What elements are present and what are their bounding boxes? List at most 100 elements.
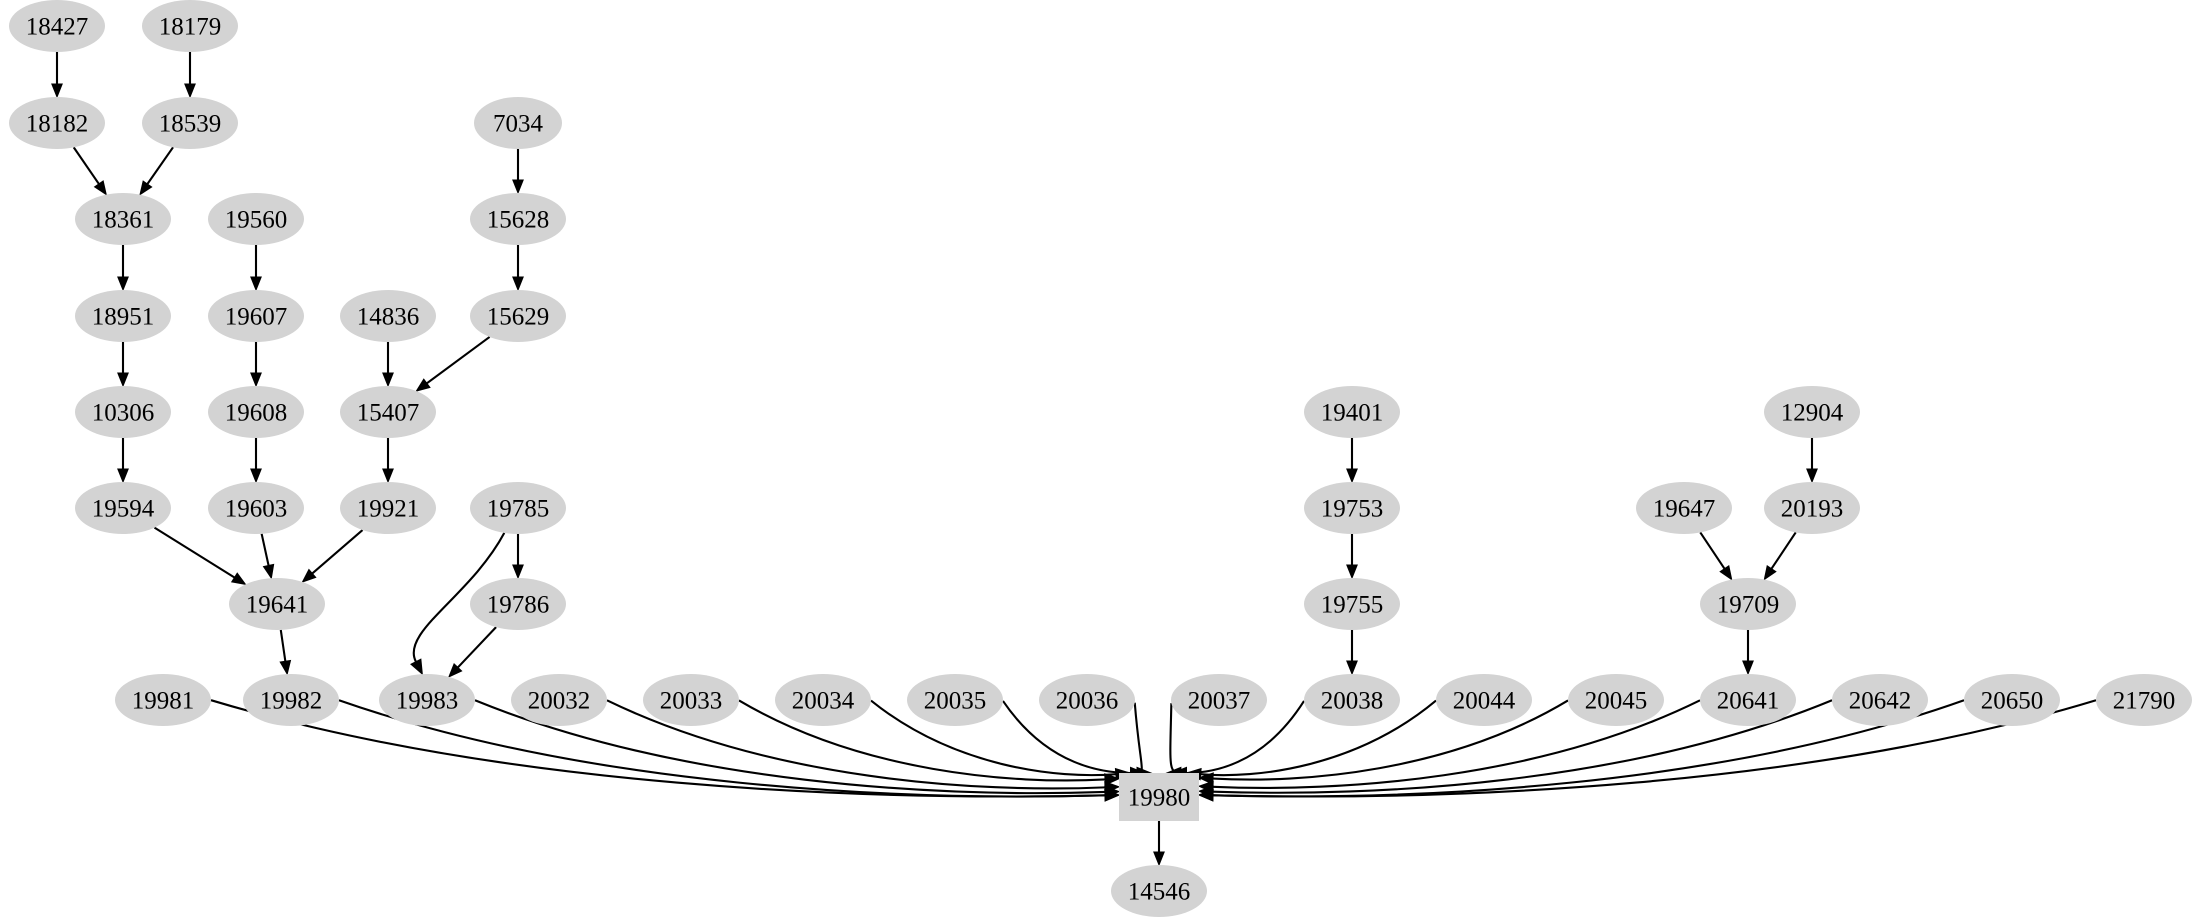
node-ellipse-shape[interactable]: [1304, 578, 1400, 630]
node-ellipse-shape[interactable]: [1039, 674, 1135, 726]
node-ellipse-shape[interactable]: [115, 674, 211, 726]
node-ellipse-shape[interactable]: [208, 290, 304, 342]
graph-node-20036[interactable]: 20036: [1039, 674, 1135, 726]
graph-node-12904[interactable]: 12904: [1764, 386, 1860, 438]
node-ellipse-shape[interactable]: [229, 578, 325, 630]
node-ellipse-shape[interactable]: [208, 482, 304, 534]
node-ellipse-shape[interactable]: [2096, 674, 2192, 726]
node-ellipse-shape[interactable]: [9, 97, 105, 149]
graph-node-20038[interactable]: 20038: [1304, 674, 1400, 726]
node-ellipse-shape[interactable]: [1568, 674, 1664, 726]
node-ellipse-shape[interactable]: [340, 386, 436, 438]
graph-node-15629[interactable]: 15629: [470, 290, 566, 342]
node-ellipse-shape[interactable]: [142, 97, 238, 149]
node-ellipse-shape[interactable]: [208, 193, 304, 245]
graph-node-20650[interactable]: 20650: [1964, 674, 2060, 726]
node-ellipse-shape[interactable]: [470, 290, 566, 342]
node-ellipse-shape[interactable]: [340, 482, 436, 534]
node-box-shape[interactable]: [1119, 773, 1199, 821]
graph-edge: [512, 534, 524, 580]
graph-node-20642[interactable]: 20642: [1832, 674, 1928, 726]
graph-node-19594[interactable]: 19594: [75, 482, 171, 534]
node-ellipse-shape[interactable]: [379, 674, 475, 726]
graph-node-18179[interactable]: 18179: [142, 0, 238, 52]
graph-node-19709[interactable]: 19709: [1700, 578, 1796, 630]
graph-node-20033[interactable]: 20033: [643, 674, 739, 726]
graph-edge: [1763, 531, 1797, 581]
node-ellipse-shape[interactable]: [1304, 482, 1400, 534]
graph-node-20045[interactable]: 20045: [1568, 674, 1664, 726]
graph-node-19981[interactable]: 19981: [115, 674, 211, 726]
node-ellipse-shape[interactable]: [1832, 674, 1928, 726]
graph-node-19641[interactable]: 19641: [229, 578, 325, 630]
node-ellipse-shape[interactable]: [208, 386, 304, 438]
graph-node-19560[interactable]: 19560: [208, 193, 304, 245]
graph-node-19921[interactable]: 19921: [340, 482, 436, 534]
graph-node-20037[interactable]: 20037: [1171, 674, 1267, 726]
graph-edge: [1742, 630, 1754, 676]
node-ellipse-shape[interactable]: [75, 386, 171, 438]
node-ellipse-shape[interactable]: [1964, 674, 2060, 726]
node-ellipse-shape[interactable]: [1111, 865, 1207, 917]
node-ellipse-shape[interactable]: [1436, 674, 1532, 726]
node-ellipse-shape[interactable]: [9, 0, 105, 52]
graph-node-15407[interactable]: 15407: [340, 386, 436, 438]
graph-node-20034[interactable]: 20034: [775, 674, 871, 726]
node-ellipse-shape[interactable]: [775, 674, 871, 726]
node-ellipse-shape[interactable]: [1764, 482, 1860, 534]
node-ellipse-shape[interactable]: [340, 290, 436, 342]
node-ellipse-shape[interactable]: [1171, 674, 1267, 726]
graph-node-19647[interactable]: 19647: [1636, 482, 1732, 534]
node-ellipse-shape[interactable]: [511, 674, 607, 726]
graph-node-19607[interactable]: 19607: [208, 290, 304, 342]
graph-node-19983[interactable]: 19983: [379, 674, 475, 726]
graph-node-20032[interactable]: 20032: [511, 674, 607, 726]
graph-edge: [1133, 702, 1153, 780]
node-ellipse-shape[interactable]: [1636, 482, 1732, 534]
node-ellipse-shape[interactable]: [470, 193, 566, 245]
node-ellipse-shape[interactable]: [907, 674, 1003, 726]
graph-edge: [250, 438, 262, 484]
graph-node-15628[interactable]: 15628: [470, 193, 566, 245]
graph-node-21790[interactable]: 21790: [2096, 674, 2192, 726]
graph-node-19785[interactable]: 19785: [470, 482, 566, 534]
graph-edge: [382, 342, 394, 388]
graph-node-19753[interactable]: 19753: [1304, 482, 1400, 534]
node-ellipse-shape[interactable]: [1700, 674, 1796, 726]
node-ellipse-shape[interactable]: [1700, 578, 1796, 630]
node-ellipse-shape[interactable]: [1304, 674, 1400, 726]
graph-node-7034[interactable]: 7034: [474, 97, 562, 149]
graph-node-20193[interactable]: 20193: [1764, 482, 1860, 534]
graph-node-10306[interactable]: 10306: [75, 386, 171, 438]
graph-node-20035[interactable]: 20035: [907, 674, 1003, 726]
graph-node-14836[interactable]: 14836: [340, 290, 436, 342]
node-ellipse-shape[interactable]: [75, 482, 171, 534]
graph-node-19982[interactable]: 19982: [243, 674, 339, 726]
graph-node-18539[interactable]: 18539: [142, 97, 238, 149]
graph-node-20044[interactable]: 20044: [1436, 674, 1532, 726]
node-ellipse-shape[interactable]: [75, 193, 171, 245]
graph-node-19603[interactable]: 19603: [208, 482, 304, 534]
node-ellipse-shape[interactable]: [474, 97, 562, 149]
graph-node-19608[interactable]: 19608: [208, 386, 304, 438]
node-ellipse-shape[interactable]: [75, 290, 171, 342]
graph-node-14546[interactable]: 14546: [1111, 865, 1207, 917]
node-ellipse-shape[interactable]: [1304, 386, 1400, 438]
graph-node-19786[interactable]: 19786: [470, 578, 566, 630]
graph-node-19401[interactable]: 19401: [1304, 386, 1400, 438]
graph-node-18427[interactable]: 18427: [9, 0, 105, 52]
graph-node-19755[interactable]: 19755: [1304, 578, 1400, 630]
node-ellipse-shape[interactable]: [643, 674, 739, 726]
graph-node-18182[interactable]: 18182: [9, 97, 105, 149]
graph-node-19980[interactable]: 19980: [1119, 773, 1199, 821]
graph-node-18361[interactable]: 18361: [75, 193, 171, 245]
graph-node-18951[interactable]: 18951: [75, 290, 171, 342]
node-ellipse-shape[interactable]: [243, 674, 339, 726]
graph-edge: [382, 438, 394, 484]
graph-node-20641[interactable]: 20641: [1700, 674, 1796, 726]
graph-edge: [139, 146, 174, 196]
node-ellipse-shape[interactable]: [142, 0, 238, 52]
node-ellipse-shape[interactable]: [470, 578, 566, 630]
node-ellipse-shape[interactable]: [470, 482, 566, 534]
node-ellipse-shape[interactable]: [1764, 386, 1860, 438]
